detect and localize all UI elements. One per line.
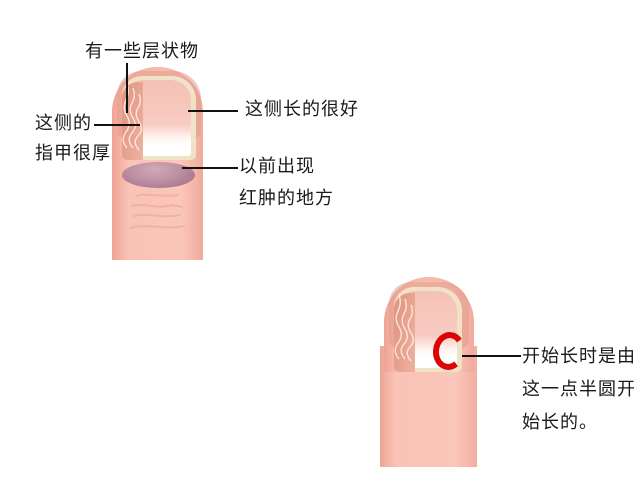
layered-area-2	[394, 293, 415, 372]
label-growth-start-line1: 开始长时是由	[522, 346, 636, 367]
label-growth-start-line2: 这一点半圆开	[522, 379, 636, 400]
pointer-line-swollen-spot	[182, 167, 238, 169]
label-growth-start-line3: 始长的。	[522, 412, 598, 433]
label-swollen-spot-line1: 以前出现	[239, 156, 315, 177]
pointer-line-growth-start	[462, 355, 521, 357]
pointer-line-good-side	[188, 110, 238, 112]
label-thick-side-line2: 指甲很厚	[35, 143, 111, 164]
swollen-spot-oval	[122, 162, 195, 188]
knuckle-wrinkles	[129, 193, 185, 229]
label-good-side: 这侧长的很好	[245, 99, 359, 120]
pointer-line-layers	[126, 63, 128, 113]
label-thick-side-line1: 这侧的	[35, 113, 92, 134]
fingernail-1	[122, 76, 196, 160]
label-growth-start: 开始长时是由 这一点半圆开 始长的。	[522, 340, 636, 439]
pointer-line-thick-side	[94, 124, 140, 126]
layer-streaks-2	[394, 294, 414, 362]
label-swollen-spot-line2: 红肿的地方	[239, 188, 334, 209]
fingernail-2	[394, 287, 462, 372]
label-layered-material: 有一些层状物	[85, 41, 199, 62]
